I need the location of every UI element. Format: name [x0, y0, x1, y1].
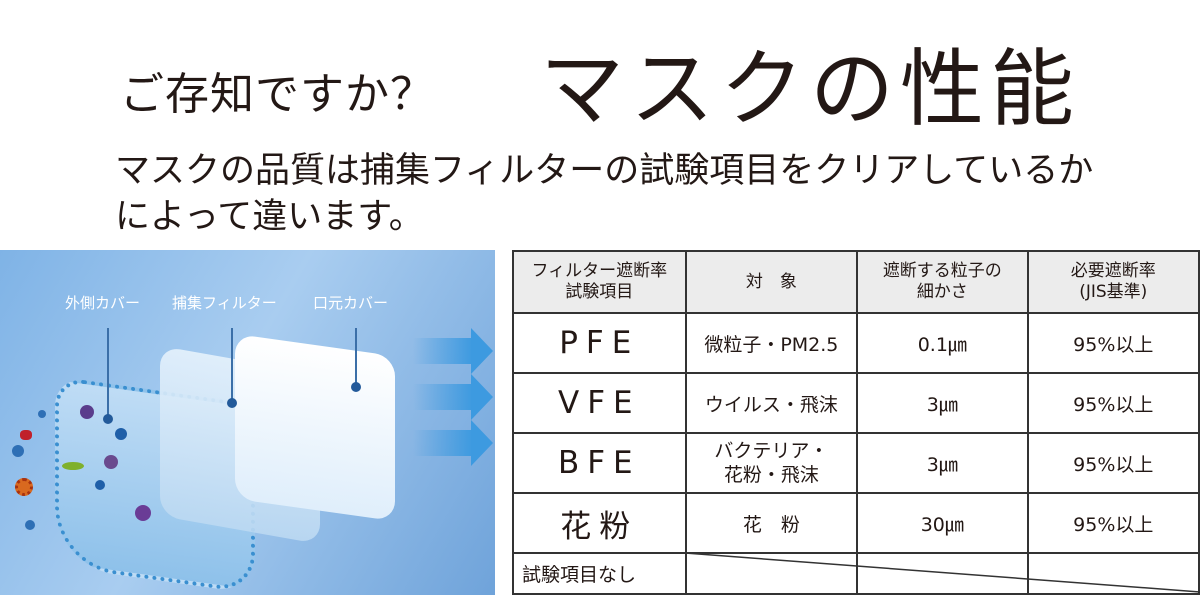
- label-inner-cover: 口元カバー: [313, 294, 389, 312]
- leader-line: [231, 328, 233, 402]
- table-header-row: フィルター遮断率 試験項目 対 象 遮断する粒子の 細かさ 必要遮断率 (JIS…: [512, 250, 1200, 314]
- test-code: PFE: [512, 312, 687, 374]
- leader-dot: [103, 414, 113, 424]
- required-rate: 95%以上: [1026, 492, 1200, 554]
- filter-performance-table: フィルター遮断率 試験項目 対 象 遮断する粒子の 細かさ 必要遮断率 (JIS…: [512, 250, 1200, 595]
- empty-cell: [856, 552, 1029, 595]
- airflow-arrow-icon: [413, 420, 493, 466]
- table-row: BFE バクテリア・ 花粉・飛沫 3㎛ 95%以上: [512, 432, 1200, 494]
- particle-size: 3㎛: [856, 432, 1029, 494]
- particle-icon: [25, 520, 35, 530]
- particle-icon: [115, 428, 127, 440]
- virus-icon: [135, 505, 151, 521]
- leader-line: [355, 328, 357, 386]
- particle-icon: [95, 480, 105, 490]
- particle-size: 0.1㎛: [856, 312, 1029, 374]
- label-filter: 捕集フィルター: [172, 294, 277, 312]
- header-line: 遮断する粒子の: [882, 261, 1002, 281]
- label-outer-cover: 外側カバー: [65, 294, 141, 312]
- header-line: フィルター遮断率: [531, 261, 668, 281]
- header-target: 対 象: [684, 250, 859, 314]
- target: 微粒子・PM2.5: [684, 312, 859, 374]
- virus-icon: [80, 405, 94, 419]
- table-row-no-test: 試験項目なし: [512, 552, 1200, 595]
- header-line: 試験項目: [565, 282, 634, 302]
- leader-dot: [351, 382, 361, 392]
- page-title: マスクの性能: [540, 40, 1081, 138]
- test-code: VFE: [512, 372, 687, 434]
- header-line: (JIS基準): [1079, 282, 1148, 302]
- table-row: 花粉 花 粉 30㎛ 95%以上: [512, 492, 1200, 554]
- airflow-arrow-icon: [413, 328, 493, 374]
- test-code: BFE: [512, 432, 687, 494]
- target: バクテリア・ 花粉・飛沫: [684, 432, 859, 494]
- empty-cell: [684, 552, 859, 595]
- no-test-label: 試験項目なし: [512, 552, 687, 595]
- description: マスクの品質は捕集フィルターの試験項目をクリアしているかによって違います。: [115, 151, 1094, 237]
- target-line: 花粉・飛沫: [723, 464, 819, 486]
- target: ウイルス・飛沫: [684, 372, 859, 434]
- required-rate: 95%以上: [1026, 432, 1200, 494]
- target-line: バクテリア・: [714, 440, 829, 462]
- table-row: PFE 微粒子・PM2.5 0.1㎛ 95%以上: [512, 312, 1200, 374]
- header-line: 細かさ: [916, 282, 968, 302]
- header-line: 対 象: [745, 271, 797, 292]
- particle-size: 30㎛: [856, 492, 1029, 554]
- header-test-item: フィルター遮断率 試験項目: [512, 250, 687, 314]
- bacteria-icon: [20, 430, 32, 440]
- test-code: 花粉: [512, 492, 687, 554]
- particle-size: 3㎛: [856, 372, 1029, 434]
- virus-icon: [104, 455, 118, 469]
- bacteria-icon: [62, 462, 84, 470]
- empty-cell: [1026, 552, 1200, 595]
- leader-line: [107, 328, 109, 418]
- header-required-rate: 必要遮断率 (JIS基準): [1026, 250, 1200, 314]
- virus-icon: [15, 478, 33, 496]
- header-particle-size: 遮断する粒子の 細かさ: [856, 250, 1029, 314]
- inner-cover-layer: [235, 333, 395, 522]
- header-line: 必要遮断率: [1070, 261, 1156, 281]
- required-rate: 95%以上: [1026, 312, 1200, 374]
- airflow-arrow-icon: [413, 374, 493, 420]
- subtitle: ご存知ですか？: [120, 69, 435, 120]
- leader-dot: [227, 398, 237, 408]
- table-row: VFE ウイルス・飛沫 3㎛ 95%以上: [512, 372, 1200, 434]
- required-rate: 95%以上: [1026, 372, 1200, 434]
- particle-icon: [12, 445, 24, 457]
- particle-icon: [38, 410, 46, 418]
- mask-illustration: 外側カバー 捕集フィルター 口元カバー: [0, 250, 495, 595]
- target: 花 粉: [684, 492, 859, 554]
